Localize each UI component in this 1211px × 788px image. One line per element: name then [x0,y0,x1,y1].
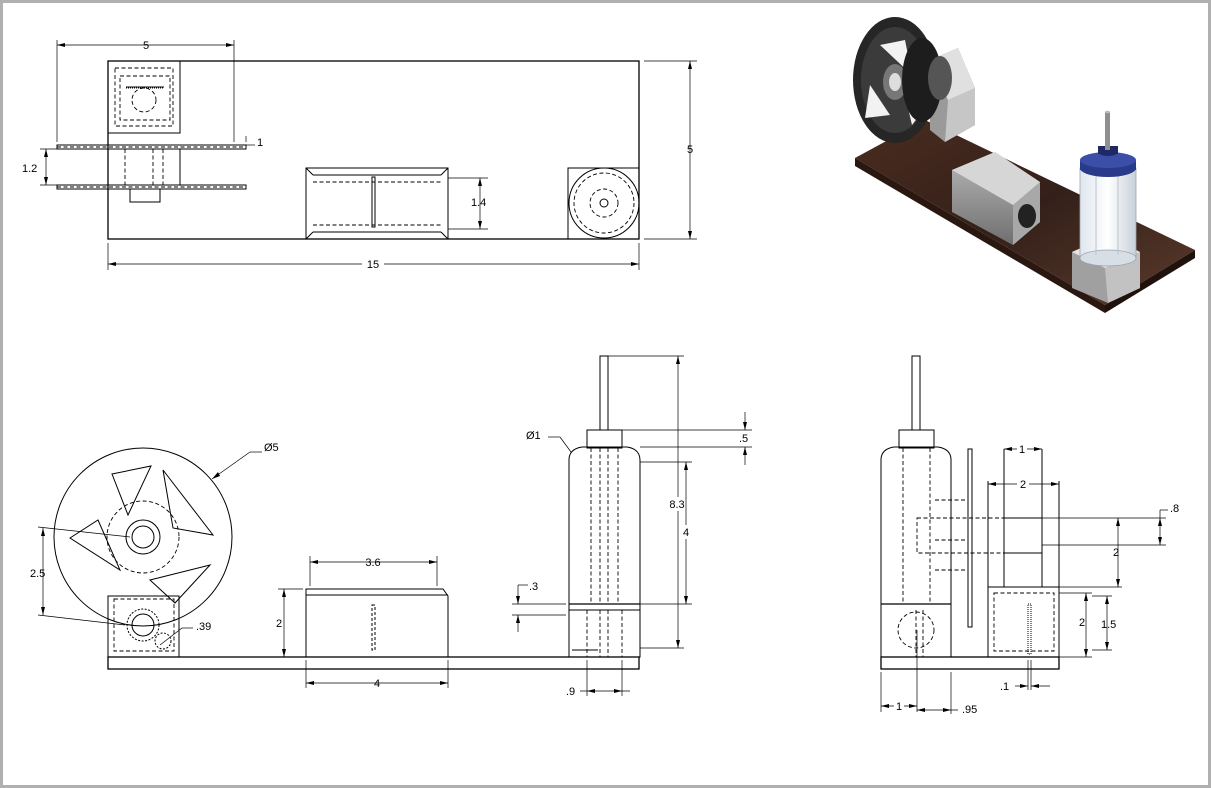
side-view: 1 2 .8 2 2 1.5 .1 [880,355,1179,716]
bracket-height-dim: 2 [1113,547,1119,559]
cap-height-dim: .5 [739,433,748,445]
top-view: 5 1 1.2 1.4 5 15 [22,40,697,271]
wall-thickness-dim: .1 [1000,681,1009,693]
bracket-outer-width-dim: 2 [1020,479,1026,491]
iso-cylinder [1079,167,1137,259]
isometric-view [853,17,1195,313]
base-left-dim: 1 [896,701,902,713]
overall-length-dim: 15 [367,259,379,271]
cylinder-diameter-dim: Ø1 [526,430,541,442]
block-top-length-dim: 3.6 [365,557,380,569]
front-block-height-dim: 2 [276,618,282,630]
box-inner-height-dim: 1.5 [1101,619,1116,631]
base-gap-dim: .3 [529,581,538,593]
front-view: 2.5 Ø5 .39 3.6 2 4 [30,355,752,698]
rod-offset-dim: .9 [566,686,575,698]
wheel-diameter-dim: Ø5 [264,442,279,454]
base-offset-dim: .95 [962,704,977,716]
bracket-width-dim: 1 [1019,444,1025,456]
top-width-dim: 5 [143,40,149,52]
flange-dim: 1 [257,137,263,149]
slot-height-dim: .8 [1170,503,1179,515]
box-height-dim: 2 [1079,617,1085,629]
block-height-dim: 1.4 [471,197,486,209]
spool-gap-dim: 1.2 [22,163,37,175]
gear-dim: .39 [196,621,211,633]
total-height-dim: 8.3 [669,499,684,511]
block-length-dim: 4 [374,678,380,690]
top-depth-dim: 5 [687,144,693,156]
cylinder-height-dim: 4 [683,527,689,539]
wheel-center-dim: 2.5 [30,568,45,580]
